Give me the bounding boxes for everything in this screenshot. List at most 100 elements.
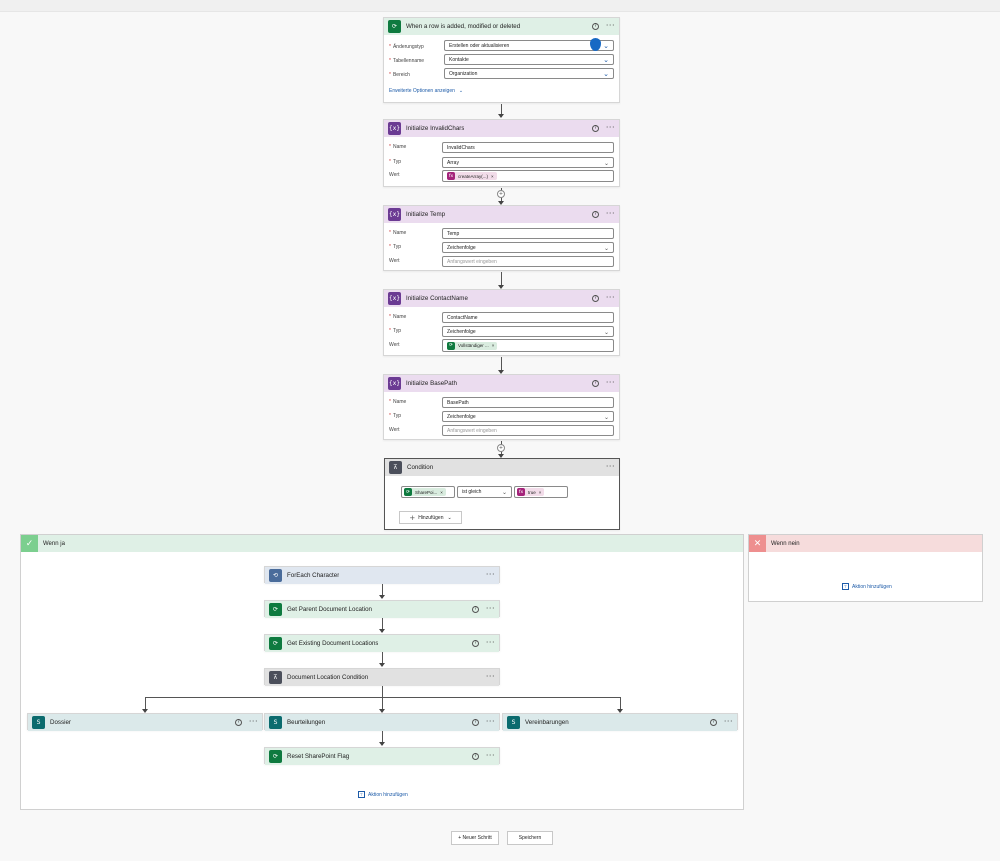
more-options-icon[interactable]: ··· — [605, 378, 615, 387]
condition-operator-select[interactable]: ist gleich⌄ — [457, 486, 512, 498]
sharepoint-icon: S — [269, 716, 282, 729]
add-action-link[interactable]: ⊤Aktion hinzufügen — [358, 791, 408, 798]
remove-token-icon[interactable]: × — [491, 343, 495, 348]
value-input[interactable]: Anfangswert eingeben — [442, 256, 614, 267]
dynamic-content-token[interactable]: ⟳Vollständiger ...× — [447, 341, 498, 350]
connector-arrow — [379, 709, 385, 713]
add-condition-button[interactable]: +Hinzufügen⌄ — [399, 511, 462, 524]
help-icon[interactable]: ? — [235, 719, 242, 726]
field-label: *Tabellenname — [389, 58, 425, 64]
more-options-icon[interactable]: ··· — [248, 717, 258, 726]
change-type-select[interactable]: Erstellen oder aktualisieren⌄ — [444, 40, 614, 51]
doc-location-condition-card[interactable]: ⊼ Document Location Condition ··· — [264, 668, 500, 686]
more-options-icon[interactable]: ··· — [723, 717, 733, 726]
more-options-icon[interactable]: ··· — [485, 570, 495, 579]
type-select[interactable]: Array⌄ — [442, 157, 614, 168]
foreach-header[interactable]: ⟲ ForEach Character ··· — [265, 567, 499, 584]
name-input[interactable]: BasePath — [442, 397, 614, 408]
init-basepath-header[interactable]: {x} Initialize BasePath ? ··· — [384, 375, 619, 392]
dossier-card[interactable]: S Dossier ? ··· — [27, 713, 263, 731]
dataverse-icon: ⟳ — [269, 750, 282, 763]
help-icon[interactable]: ? — [592, 125, 599, 132]
condition-header[interactable]: ⊼ Condition ··· — [385, 459, 619, 476]
more-options-icon[interactable]: ··· — [485, 717, 495, 726]
trigger-card[interactable]: ⟳ When a row is added, modified or delet… — [383, 17, 620, 103]
value-input[interactable]: ⟳Vollständiger ...× — [442, 339, 614, 352]
beurteilungen-header[interactable]: S Beurteilungen ? ··· — [265, 714, 499, 731]
branch-yes-header[interactable]: ✓ Wenn ja — [21, 535, 743, 552]
save-button[interactable]: Speichern — [507, 831, 553, 845]
step-title: Dossier — [50, 719, 71, 726]
help-icon[interactable]: ? — [472, 606, 479, 613]
trigger-header[interactable]: ⟳ When a row is added, modified or delet… — [384, 18, 619, 35]
help-icon[interactable]: ? — [472, 719, 479, 726]
type-select[interactable]: Zeichenfolge⌄ — [442, 242, 614, 253]
vereinbarungen-card[interactable]: S Vereinbarungen ? ··· — [502, 713, 738, 731]
insert-step-button[interactable]: + — [497, 190, 505, 198]
more-options-icon[interactable]: ··· — [485, 638, 495, 647]
name-input[interactable]: InvalidChars — [442, 142, 614, 153]
init-contactname-card[interactable]: {x} Initialize ContactName ? ··· *Name C… — [383, 289, 620, 356]
doc-location-condition-header[interactable]: ⊼ Document Location Condition ··· — [265, 669, 499, 686]
remove-token-icon[interactable]: × — [440, 489, 443, 495]
foreach-card[interactable]: ⟲ ForEach Character ··· — [264, 566, 500, 584]
remove-token-icon[interactable]: × — [491, 173, 494, 179]
help-icon[interactable]: ? — [472, 753, 479, 760]
condition-left-operand[interactable]: ⟳SharePoi...× — [401, 486, 455, 498]
add-action-link[interactable]: ⊤Aktion hinzufügen — [842, 583, 892, 590]
connector-line — [382, 584, 383, 598]
init-invalidchars-header[interactable]: {x} Initialize InvalidChars ? ··· — [384, 120, 619, 137]
init-basepath-card[interactable]: {x} Initialize BasePath ? ··· *Name Base… — [383, 374, 620, 440]
advanced-options-link[interactable]: Erweiterte Optionen anzeigen⌄ — [389, 88, 464, 94]
init-temp-header[interactable]: {x} Initialize Temp ? ··· — [384, 206, 619, 223]
help-icon[interactable]: ? — [592, 23, 599, 30]
top-bar — [0, 0, 1000, 12]
help-icon[interactable]: ? — [592, 295, 599, 302]
new-step-button[interactable]: + Neuer Schritt — [451, 831, 499, 845]
help-icon[interactable]: ? — [592, 211, 599, 218]
more-options-icon[interactable]: ··· — [605, 462, 615, 471]
more-options-icon[interactable]: ··· — [605, 123, 615, 132]
name-input[interactable]: Temp — [442, 228, 614, 239]
more-options-icon[interactable]: ··· — [485, 672, 495, 681]
more-options-icon[interactable]: ··· — [605, 293, 615, 302]
table-name-select[interactable]: Kontakte⌄ — [444, 54, 614, 65]
more-options-icon[interactable]: ··· — [605, 21, 615, 30]
branch-title: Wenn nein — [771, 540, 800, 547]
connector-line — [145, 697, 146, 711]
help-icon[interactable]: ? — [472, 640, 479, 647]
type-select[interactable]: Zeichenfolge⌄ — [442, 411, 614, 422]
dossier-header[interactable]: S Dossier ? ··· — [28, 714, 262, 731]
get-existing-doc-card[interactable]: ⟳ Get Existing Document Locations ? ··· — [264, 634, 500, 652]
init-contactname-header[interactable]: {x} Initialize ContactName ? ··· — [384, 290, 619, 307]
value-input[interactable]: Anfangswert eingeben — [442, 425, 614, 436]
init-temp-card[interactable]: {x} Initialize Temp ? ··· *Name Temp *Ty… — [383, 205, 620, 271]
name-input[interactable]: ContactName — [442, 312, 614, 323]
vereinbarungen-header[interactable]: S Vereinbarungen ? ··· — [503, 714, 737, 731]
condition-card[interactable]: ⊼ Condition ··· ⟳SharePoi...× ist gleich… — [384, 458, 620, 530]
reset-sharepoint-flag-card[interactable]: ⟳ Reset SharePoint Flag ? ··· — [264, 747, 500, 765]
help-icon[interactable]: ? — [710, 719, 717, 726]
get-existing-doc-header[interactable]: ⟳ Get Existing Document Locations ? ··· — [265, 635, 499, 652]
field-label: *Name — [389, 399, 407, 405]
branch-no-header[interactable]: ✕ Wenn nein — [749, 535, 982, 552]
help-icon[interactable]: ? — [592, 380, 599, 387]
reset-sharepoint-flag-header[interactable]: ⟳ Reset SharePoint Flag ? ··· — [265, 748, 499, 765]
insert-step-button[interactable]: + — [497, 444, 505, 452]
get-parent-doc-card[interactable]: ⟳ Get Parent Document Location ? ··· — [264, 600, 500, 618]
remove-token-icon[interactable]: × — [538, 489, 542, 495]
more-options-icon[interactable]: ··· — [485, 604, 495, 613]
dynamic-content-token[interactable]: ⟳SharePoi...× — [404, 488, 446, 496]
get-parent-doc-header[interactable]: ⟳ Get Parent Document Location ? ··· — [265, 601, 499, 618]
more-options-icon[interactable]: ··· — [605, 209, 615, 218]
connector-line — [382, 652, 383, 666]
init-invalidchars-card[interactable]: {x} Initialize InvalidChars ? ··· *Name … — [383, 119, 620, 187]
scope-select[interactable]: Organization⌄ — [444, 68, 614, 79]
beurteilungen-card[interactable]: S Beurteilungen ? ··· — [264, 713, 500, 731]
type-select[interactable]: Zeichenfolge⌄ — [442, 326, 614, 337]
more-options-icon[interactable]: ··· — [485, 751, 495, 760]
